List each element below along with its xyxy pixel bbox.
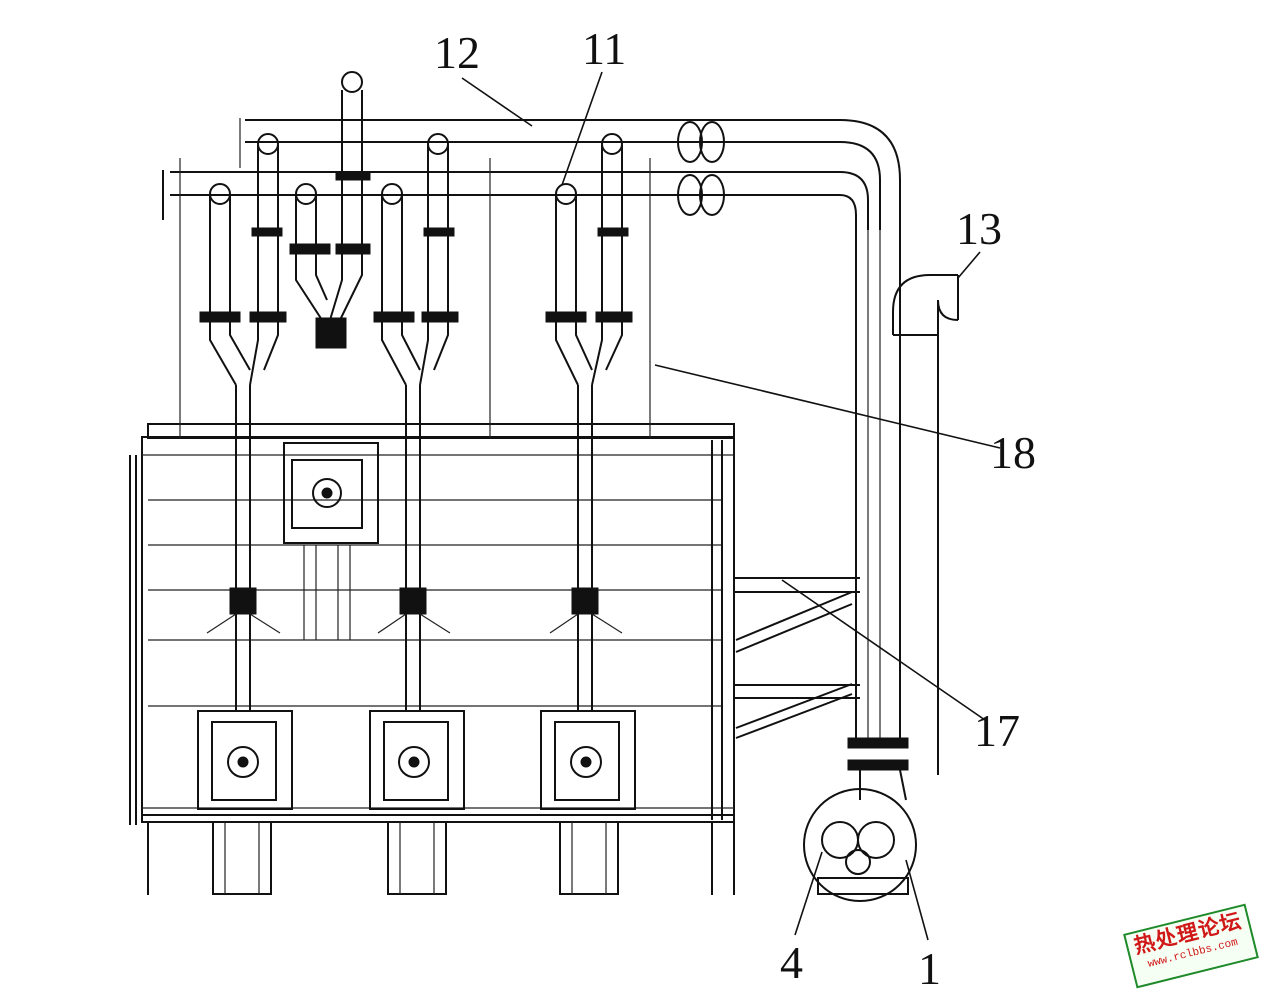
lower-burner-left	[197, 710, 293, 810]
burner-risers	[179, 71, 651, 438]
callout-12: 12	[434, 27, 480, 78]
callouts: 12 11 13 18 17 4 1	[434, 23, 1036, 994]
callout-18: 18	[990, 427, 1036, 478]
callout-1: 1	[918, 943, 941, 994]
callout-11: 11	[582, 23, 626, 74]
vertical-supply-pipes	[206, 385, 623, 711]
furnace-body	[129, 423, 860, 895]
callout-13: 13	[956, 203, 1002, 254]
exhaust-duct-and-fan	[803, 230, 959, 902]
lower-burner-middle	[369, 710, 465, 810]
lower-burner-boxes	[197, 710, 636, 810]
upper-burner-box	[283, 442, 379, 640]
callout-4: 4	[780, 937, 803, 988]
callout-17: 17	[974, 705, 1020, 756]
manifold-pipes	[162, 118, 901, 230]
lower-burner-right	[540, 710, 636, 810]
